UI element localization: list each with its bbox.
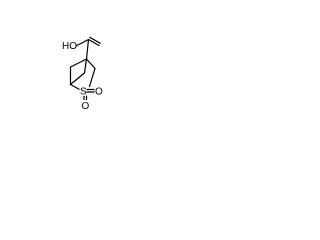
bond-right-down	[88, 67, 96, 88]
bond-carboxyl-to-bridgehead	[85, 38, 90, 60]
oxygen-right-label-bg	[94, 86, 103, 96]
chemical-structure: HO S O O	[61, 36, 103, 112]
hydroxyl-label-bg	[61, 40, 76, 51]
bond-carbonyl-1	[87, 38, 100, 47]
hydroxyl-label: HO	[62, 41, 77, 52]
bond-bridgehead-left	[69, 58, 88, 68]
bond-lower-to-sulfur	[69, 83, 81, 91]
oxygen-right-label: O	[95, 87, 103, 98]
bond-cooh-to-ch2oh	[75, 38, 90, 47]
sulfur-label: S	[80, 87, 87, 98]
sulfur-label-bg	[79, 86, 87, 96]
oxygen-bottom-label-bg	[81, 100, 89, 110]
oxygen-bottom-label: O	[82, 101, 90, 112]
bond-carbonyl-2	[89, 36, 101, 44]
bond-bridgehead-down	[83, 58, 88, 74]
bond-mid-down	[70, 72, 86, 85]
bond-bridgehead-right	[85, 58, 96, 70]
